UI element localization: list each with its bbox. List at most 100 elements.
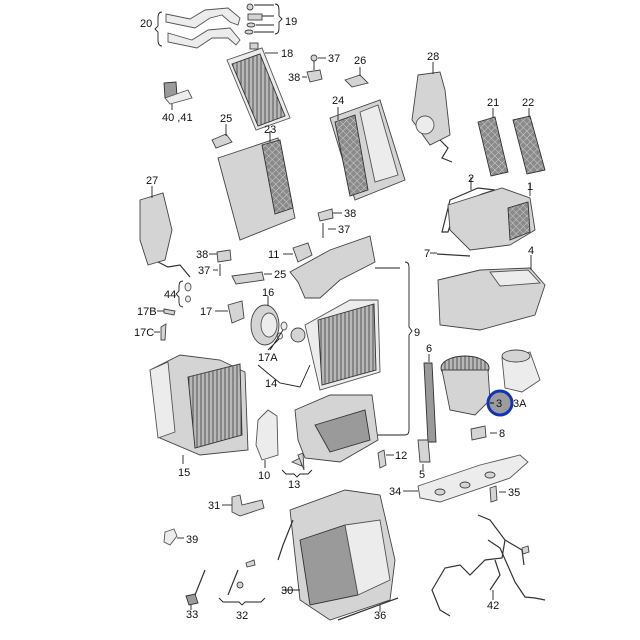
part-13-clips — [281, 452, 313, 478]
part-38-bracket-left — [209, 249, 232, 263]
callout-28[interactable]: 28 — [427, 51, 439, 63]
callout-38[interactable]: 38 — [288, 72, 300, 84]
part-42-wiring-harness — [431, 514, 546, 617]
callout-23[interactable]: 23 — [264, 124, 276, 136]
callout-37-left[interactable]: 37 — [198, 265, 210, 277]
callout-32[interactable]: 32 — [236, 610, 248, 622]
part-39-clip — [163, 528, 184, 546]
part-22-filter — [512, 108, 546, 175]
part-21-filter — [477, 108, 509, 177]
callout-15[interactable]: 15 — [178, 467, 190, 479]
callout-19[interactable]: 19 — [285, 16, 297, 28]
part-1-housing-air-inlet — [447, 183, 536, 251]
part-20-coolant-hoses — [154, 7, 241, 49]
part-17-expansion-valve — [215, 300, 245, 324]
part-5-sensor — [417, 439, 431, 470]
part-25-bracket-upper — [211, 124, 233, 149]
callout-11[interactable]: 11 — [268, 249, 279, 261]
part-36-seal — [337, 597, 399, 621]
part-4-blower-housing — [437, 255, 546, 331]
callout-4[interactable]: 4 — [528, 245, 534, 257]
callout-7[interactable]: 7 — [424, 248, 430, 260]
part-6-strip — [423, 354, 437, 443]
part-17a-o-rings — [267, 321, 288, 351]
part-12-sensor — [377, 449, 394, 469]
callout-40-41[interactable]: 40 ,41 — [162, 112, 193, 124]
callout-2[interactable]: 2 — [468, 173, 474, 185]
part-25-bracket-lower — [231, 271, 272, 285]
part-31-bracket — [222, 494, 265, 517]
callout-5[interactable]: 5 — [419, 469, 425, 481]
callout-16[interactable]: 16 — [262, 287, 274, 299]
part-44-o-rings — [175, 280, 192, 308]
callout-25-lower[interactable]: 25 — [274, 269, 286, 281]
part-23-housing — [217, 131, 296, 241]
callout-38-left[interactable]: 38 — [196, 249, 208, 261]
part-17b-screw — [157, 308, 176, 316]
part-33-sensor — [185, 569, 206, 610]
part-37-screw-left — [213, 264, 221, 276]
callout-14[interactable]: 14 — [265, 378, 277, 390]
callout-31[interactable]: 31 — [208, 500, 220, 512]
part-38-bracket-top — [302, 69, 323, 83]
callout-25[interactable]: 25 — [220, 113, 232, 125]
part-30-main-housing — [277, 489, 396, 621]
part-3-blower-motor — [440, 355, 491, 416]
part-10-cover — [255, 409, 279, 468]
callout-22[interactable]: 22 — [522, 97, 534, 109]
part-27-actuator-housing — [139, 186, 191, 278]
part-35-clip — [489, 485, 506, 503]
callout-24[interactable]: 24 — [332, 95, 344, 107]
callout-18[interactable]: 18 — [281, 48, 293, 60]
part-17c-clip — [154, 323, 167, 341]
part-34-floor-duct — [403, 454, 529, 503]
callout-17a[interactable]: 17A — [258, 352, 278, 364]
callout-39[interactable]: 39 — [186, 534, 198, 546]
callout-labels: 20 19 18 40 ,41 37 38 26 24 28 21 22 25 … — [134, 16, 534, 622]
callout-36[interactable]: 36 — [374, 610, 386, 622]
part-26-bracket — [344, 67, 369, 88]
part-15-heater-box — [149, 354, 249, 464]
callout-42[interactable]: 42 — [487, 600, 499, 612]
callout-3a[interactable]: 3A — [513, 398, 527, 410]
part-14-evaporator — [257, 299, 381, 391]
part-8-resistor — [470, 425, 497, 441]
part-24-evaporator-housing — [329, 99, 406, 201]
callout-17[interactable]: 17 — [200, 306, 212, 318]
callout-9[interactable]: 9 — [414, 327, 420, 339]
part-37-screw-top — [310, 54, 326, 70]
part-32-sensors — [218, 559, 266, 606]
callout-17b[interactable]: 17B — [137, 306, 157, 318]
part-37-screw-mid — [322, 223, 336, 238]
callout-37-mid[interactable]: 37 — [338, 224, 350, 236]
callout-17c[interactable]: 17C — [134, 327, 154, 339]
part-28-blend-actuator — [411, 62, 453, 163]
callout-12[interactable]: 12 — [395, 450, 407, 462]
callout-3-highlight[interactable] — [486, 389, 514, 417]
callout-38-mid[interactable]: 38 — [344, 208, 356, 220]
callout-1[interactable]: 1 — [527, 181, 533, 193]
callout-26[interactable]: 26 — [354, 55, 366, 67]
callout-44[interactable]: 44 — [164, 289, 176, 301]
callout-37[interactable]: 37 — [328, 53, 340, 65]
callout-27[interactable]: 27 — [146, 175, 158, 187]
part-18-heater-core — [226, 42, 291, 131]
callout-21[interactable]: 21 — [487, 97, 499, 109]
callout-10[interactable]: 10 — [258, 470, 270, 482]
part-7-cable — [430, 252, 471, 257]
callout-6[interactable]: 6 — [426, 343, 432, 355]
callout-30[interactable]: 30 — [281, 585, 293, 597]
part-16-compressor-clutch — [250, 296, 280, 346]
part-19-clips — [244, 3, 283, 35]
callout-8[interactable]: 8 — [499, 428, 505, 440]
callout-20[interactable]: 20 — [140, 18, 152, 30]
part-38-bracket-mid — [317, 208, 342, 222]
part-11-clip — [283, 242, 313, 263]
callout-3[interactable]: 3 — [496, 398, 502, 410]
callout-35[interactable]: 35 — [508, 487, 520, 499]
callout-33[interactable]: 33 — [186, 609, 198, 621]
callout-13[interactable]: 13 — [288, 479, 300, 491]
callout-34[interactable]: 34 — [389, 486, 401, 498]
part-9-lower-housing — [294, 394, 379, 463]
